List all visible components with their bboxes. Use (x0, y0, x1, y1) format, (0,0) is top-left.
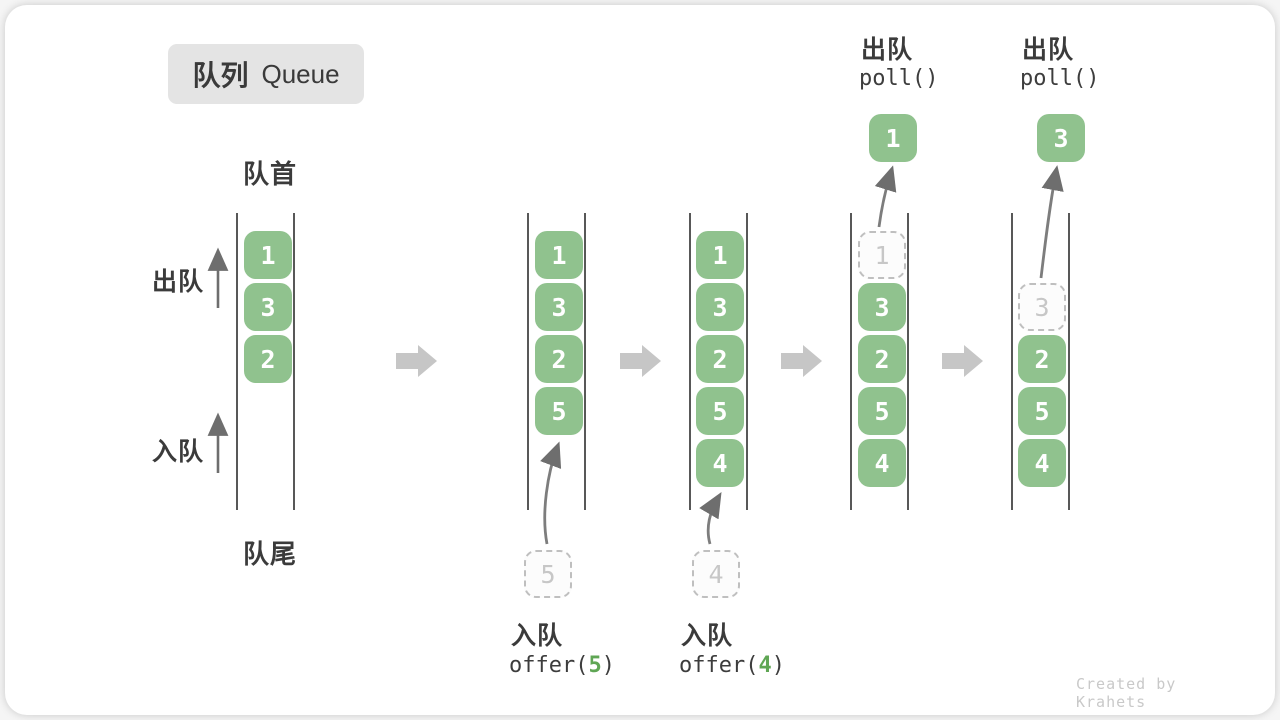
queue-cell: 3 (696, 283, 744, 331)
code-arg: 4 (758, 653, 772, 678)
queue-container-3 (689, 213, 748, 510)
offer-code-label: offer(4) (679, 653, 785, 678)
removed-cell-placeholder: 3 (1018, 283, 1066, 331)
queue-container-5 (1011, 213, 1070, 510)
queue-container-4 (850, 213, 909, 510)
queue-cell: 2 (858, 335, 906, 383)
poll-code-label: poll() (1020, 66, 1100, 91)
queue-container-2 (527, 213, 586, 510)
queue-cell: 4 (1018, 439, 1066, 487)
watermark: Created by Krahets (1076, 675, 1177, 711)
code-arg: 5 (588, 653, 602, 678)
title-zh: 队列 (192, 60, 249, 91)
queue-cell: 3 (535, 283, 583, 331)
figure-card (5, 5, 1275, 715)
label-dequeue-op: 出队 (1022, 36, 1075, 64)
code-text: ) (601, 653, 615, 678)
queue-cell: 3 (244, 283, 292, 331)
queue-cell: 2 (244, 335, 292, 383)
queue-cell: 4 (858, 439, 906, 487)
label-dequeue-op: 出队 (861, 36, 914, 64)
pending-enqueue-cell: 5 (524, 550, 572, 598)
queue-cell: 2 (535, 335, 583, 383)
queue-cell: 5 (535, 387, 583, 435)
queue-cell: 2 (1018, 335, 1066, 383)
popped-cell: 3 (1037, 114, 1085, 162)
pending-enqueue-cell: 4 (692, 550, 740, 598)
queue-cell: 4 (696, 439, 744, 487)
offer-code-label: offer(5) (509, 653, 615, 678)
queue-cell: 5 (858, 387, 906, 435)
popped-cell: 1 (869, 114, 917, 162)
title-badge: 队列 Queue (168, 44, 364, 104)
queue-container-1 (236, 213, 295, 510)
poll-code-label: poll() (859, 66, 939, 91)
label-enqueue-left: 入队 (152, 438, 205, 466)
code-text: ) (771, 653, 785, 678)
queue-cell: 2 (696, 335, 744, 383)
label-enqueue-op: 入队 (511, 622, 564, 650)
queue-cell: 5 (1018, 387, 1066, 435)
removed-cell-placeholder: 1 (858, 231, 906, 279)
label-enqueue-op: 入队 (681, 622, 734, 650)
queue-cell: 1 (696, 231, 744, 279)
code-text: offer( (509, 653, 589, 678)
label-queue-front: 队首 (243, 159, 298, 189)
queue-cell: 1 (535, 231, 583, 279)
queue-cell: 5 (696, 387, 744, 435)
queue-cell: 3 (858, 283, 906, 331)
label-dequeue-left: 出队 (152, 268, 205, 296)
code-text: offer( (679, 653, 759, 678)
queue-cell: 1 (244, 231, 292, 279)
label-queue-rear: 队尾 (243, 539, 298, 569)
title-en: Queue (261, 58, 340, 89)
